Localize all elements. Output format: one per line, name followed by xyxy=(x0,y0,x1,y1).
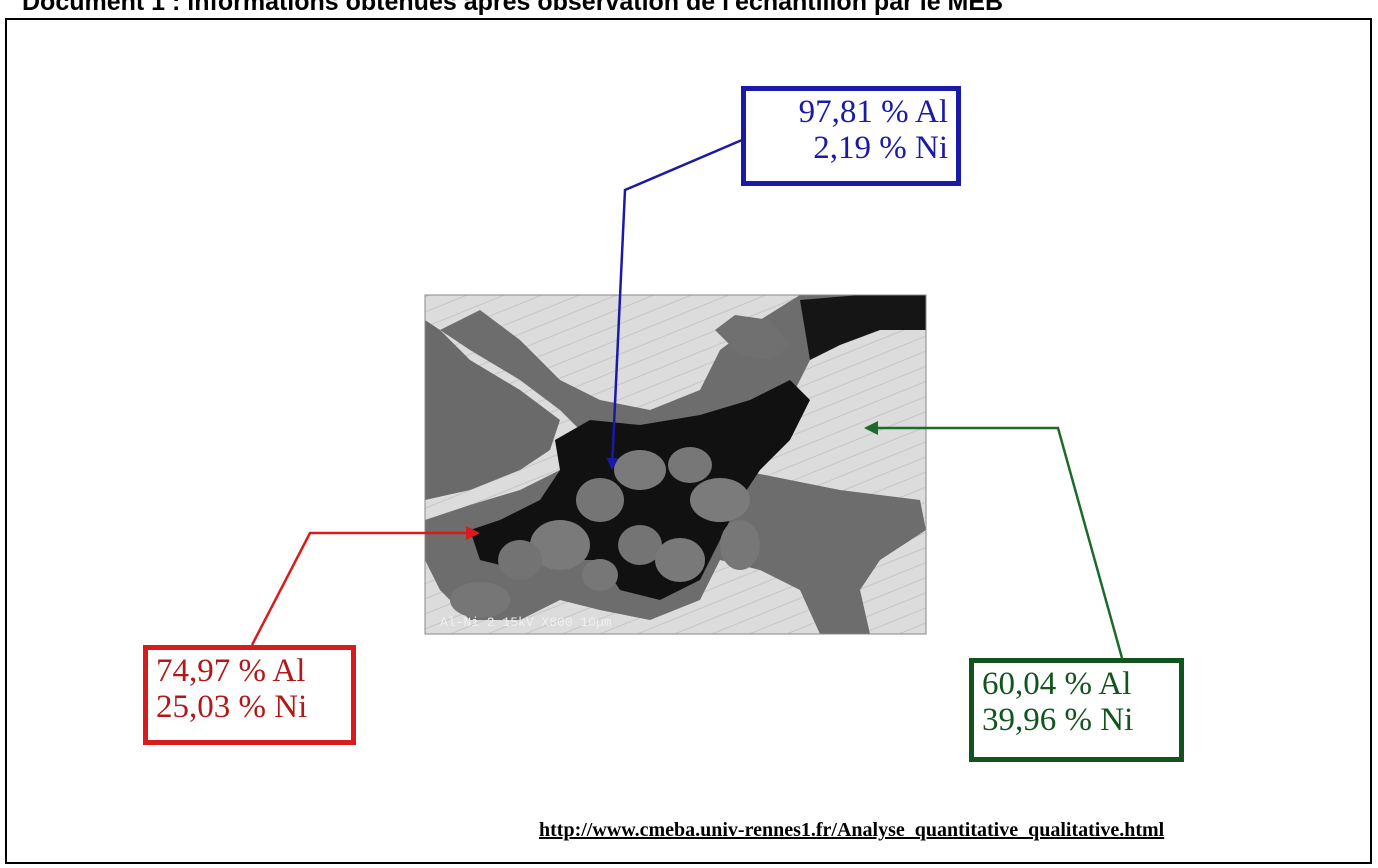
blue-label-al: 97,81 % Al xyxy=(798,94,948,130)
green-label-al: 60,04 % Al xyxy=(982,666,1132,702)
blue-leader-arrow xyxy=(606,138,743,470)
blue-label-ni: 2,19 % Ni xyxy=(813,130,948,166)
sem-micrograph-image: Al-Ni 2 15kV X800 10µm xyxy=(425,295,926,634)
green-leader-arrow xyxy=(864,421,1124,659)
red-label-ni: 25,03 % Ni xyxy=(156,689,308,725)
green-label-ni: 39,96 % Ni xyxy=(982,702,1134,738)
green-composition-label: 60,04 % Al 39,96 % Ni xyxy=(969,658,1184,762)
blue-composition-label: 97,81 % Al 2,19 % Ni xyxy=(741,86,961,186)
red-leader-arrow xyxy=(250,526,480,646)
red-label-al: 74,97 % Al xyxy=(156,653,306,689)
sem-overlay-text: Al-Ni 2 15kV X800 10µm xyxy=(440,615,612,630)
sem-micrograph-border xyxy=(424,294,927,635)
document-frame xyxy=(5,18,1372,864)
document-title: Document 1 : informations obtenues après… xyxy=(22,0,1004,16)
source-link[interactable]: http://www.cmeba.univ-rennes1.fr/Analyse… xyxy=(539,819,1165,841)
red-composition-label: 74,97 % Al 25,03 % Ni xyxy=(143,645,356,745)
